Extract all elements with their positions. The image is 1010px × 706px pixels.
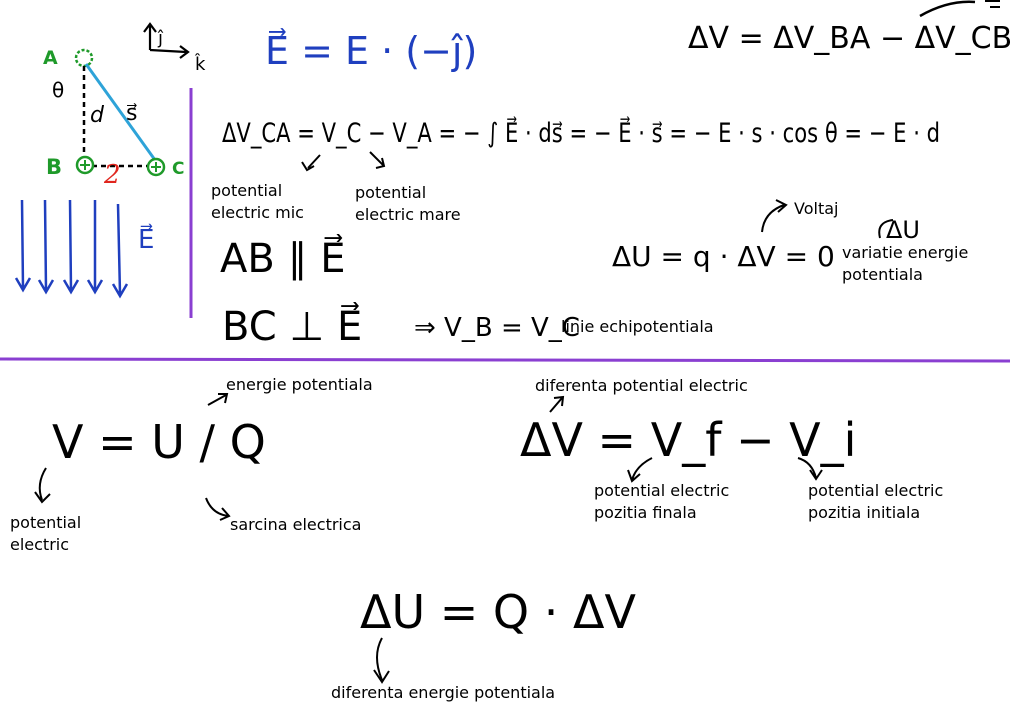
potential-small-label: potential electric mic <box>211 180 304 224</box>
variation-line2: potentiala <box>842 265 923 284</box>
electric-charge-label: sarcina electrica <box>230 515 362 534</box>
delta-u-energy-formula: ΔU = Q · ΔV <box>360 585 636 639</box>
field-e-label: E⃗ <box>138 223 154 255</box>
point-a-label: A <box>43 47 58 69</box>
initial-arrow <box>797 457 823 481</box>
delta-v-sum-formula: ΔV = ΔV_BA − ΔV_CB <box>688 21 1010 56</box>
point-c-marker <box>146 157 166 177</box>
final-position-label: potential electric pozitia finala <box>594 480 729 524</box>
initial-position-label: potential electric pozitia initiala <box>808 480 943 524</box>
point-b-marker <box>75 155 95 175</box>
j-hat-label: ĵ <box>157 28 164 49</box>
potential-big-label: potential electric mare <box>355 182 461 226</box>
delta-u-zero-formula: ΔU = q · ΔV = 0 <box>612 240 835 273</box>
axes-icon <box>143 22 190 59</box>
horizontal-divider <box>0 357 1010 363</box>
potential-energy-label: energie potentiala <box>226 375 373 394</box>
voltage-arrow <box>761 199 788 233</box>
initial-position-line1: potential electric <box>808 481 944 500</box>
theta-label: θ <box>52 78 64 102</box>
number-two-label: 2 <box>103 160 121 190</box>
final-position-line2: pozitia finala <box>594 503 697 522</box>
ac-displacement <box>84 63 157 161</box>
ab-parallel-formula: AB ∥ E⃗ <box>220 234 346 282</box>
potential-electric-line2: electric <box>10 535 70 554</box>
potential-small-line1: potential <box>211 181 283 200</box>
bc-perpendicular-formula: BC ⊥ E⃗ <box>222 302 362 350</box>
point-a-marker <box>74 48 94 68</box>
potential-electric-line1: potential <box>10 513 82 532</box>
vb-equals-vc: ⇒ V_B = V_C <box>414 313 580 343</box>
variation-line1: variatie energie <box>842 243 969 262</box>
potential-big-line2: electric mare <box>355 205 461 224</box>
potential-big-line1: potential <box>355 183 427 202</box>
delta-u-hook <box>878 219 894 239</box>
field-arrow-1 <box>14 199 32 293</box>
point-b-label: B <box>46 155 62 179</box>
field-lines <box>14 199 129 299</box>
small-arrow-left <box>301 154 321 172</box>
initial-position-line2: pozitia initiala <box>808 503 921 522</box>
field-arrow-3 <box>62 199 80 295</box>
small-arrow-right <box>369 151 386 169</box>
field-diagram: A θ d s⃗ B 2 C ĵ k̂ E⃗ <box>14 22 206 299</box>
field-definition: E⃗ = E · (−ĵ) <box>265 28 477 73</box>
potential-arrow <box>34 467 51 504</box>
point-c-label: C <box>172 159 184 179</box>
delta-v-final-formula: ΔV = V_f − V_i <box>520 413 856 467</box>
diff-potential-label: diferenta potential electric <box>535 376 748 395</box>
offscreen-stroke-2 <box>985 0 1000 8</box>
diff-energy-label: diferenta energie potentiala <box>331 683 556 702</box>
potential-electric-label: potential electric <box>10 512 81 556</box>
diff-energy-arrow <box>373 637 390 684</box>
field-arrow-5 <box>111 203 129 299</box>
final-arrow <box>627 457 653 483</box>
k-hat-label: k̂ <box>194 54 206 75</box>
variation-label: variatie energie potentiala <box>842 242 968 286</box>
charge-arrow <box>205 497 231 521</box>
field-arrow-2 <box>37 199 55 295</box>
equipotential-label: linie echipotentiala <box>561 317 714 336</box>
energy-arrow <box>207 393 229 406</box>
potential-formula: V = U / Q <box>52 415 266 469</box>
final-position-line1: potential electric <box>594 481 730 500</box>
s-vector-label: s⃗ <box>126 101 137 126</box>
d-label: d <box>90 103 105 128</box>
diff-potential-arrow <box>549 395 565 413</box>
voltage-label: Voltaj <box>794 199 839 218</box>
integral-formula: ΔV_CA = V_C − V_A = − ∫ E⃗ · ds⃗ = − E⃗ … <box>222 116 940 149</box>
field-arrow-4 <box>86 200 104 295</box>
potential-small-line2: electric mic <box>211 203 304 222</box>
offscreen-stroke <box>919 0 976 18</box>
